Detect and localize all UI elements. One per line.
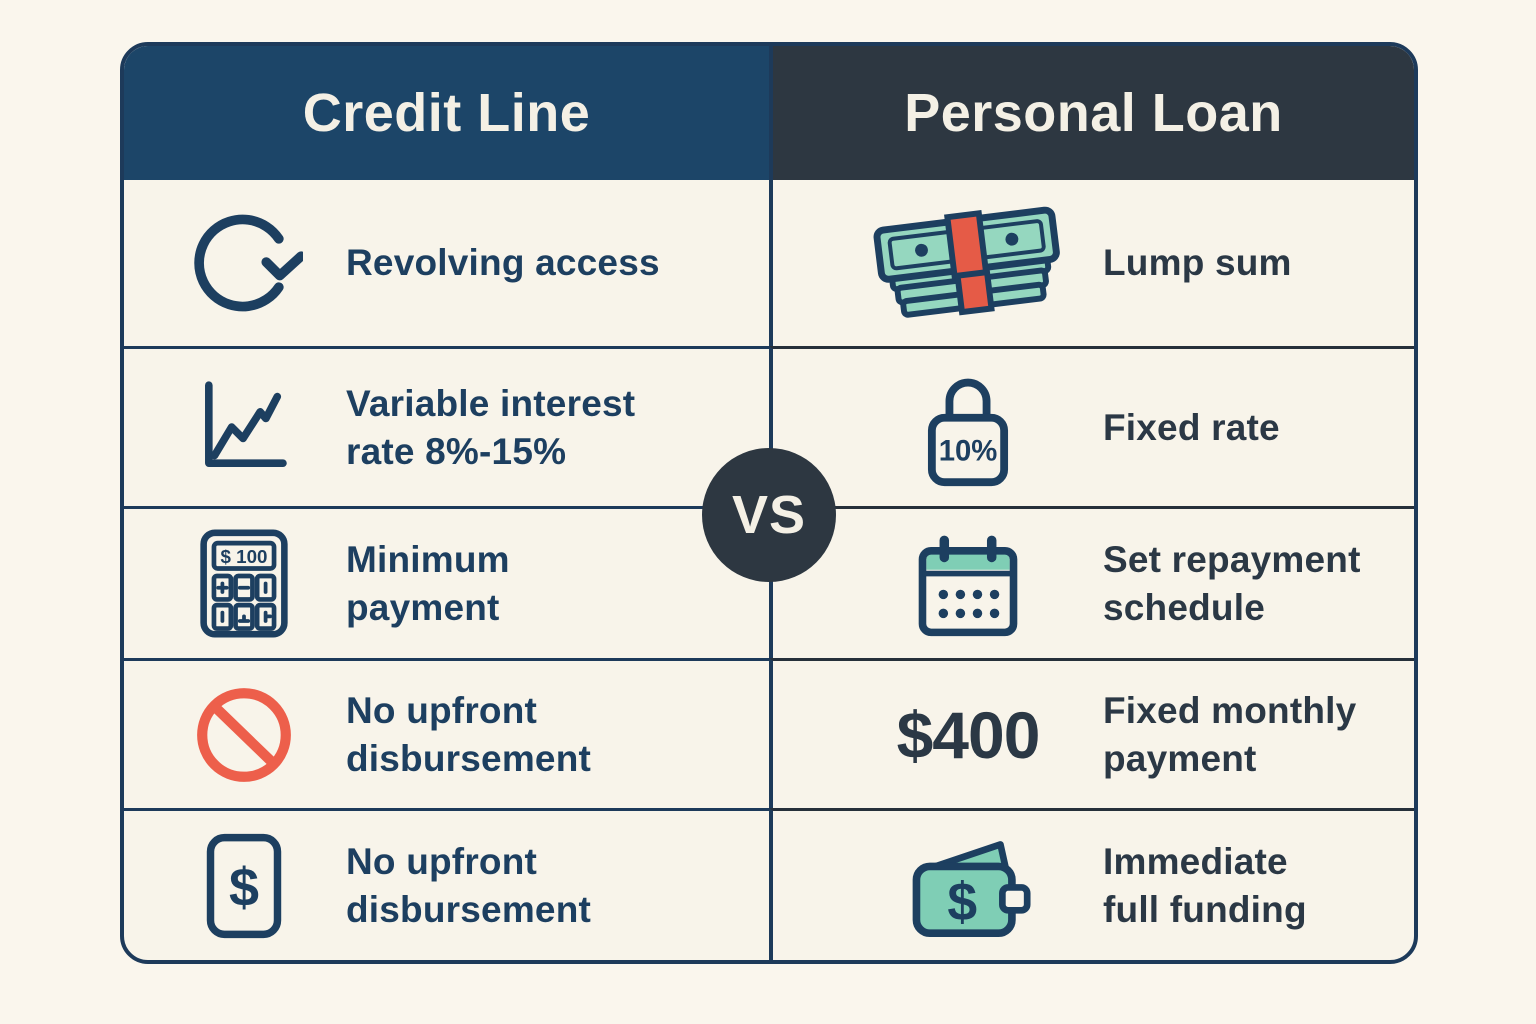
feature-text: Fixed monthly payment xyxy=(1103,690,1357,779)
credit-row-revolving-access: Revolving access xyxy=(124,180,769,346)
feature-text: No upfront disbursement xyxy=(346,690,592,779)
header-credit-line: Credit Line xyxy=(124,46,769,180)
feature-text: Variable interest rate 8%-15% xyxy=(346,383,636,472)
personal-loan-title: Personal Loan xyxy=(904,83,1283,143)
lock-icon: 10% xyxy=(863,365,1073,490)
feature-text: Fixed rate xyxy=(1103,406,1280,448)
comparison-card: Credit Line Personal Loan Revolving acce… xyxy=(120,42,1418,964)
chart-up-icon xyxy=(164,370,324,486)
loan-row-lump-sum: Lump sum xyxy=(769,180,1414,346)
lock-rate-label: 10% xyxy=(939,435,998,468)
loan-row-fixed-rate: 10% Fixed rate xyxy=(769,346,1414,506)
header-personal-loan: Personal Loan xyxy=(769,46,1414,180)
loan-row-immediate-funding: $ Immediate full funding xyxy=(769,808,1414,960)
feature-text: Immediate full funding xyxy=(1103,841,1307,930)
no-symbol-icon xyxy=(164,683,324,787)
credit-row-minimum-payment: $ 100 Minimum payment xyxy=(124,506,769,658)
amount-label: $400 xyxy=(863,697,1073,773)
cash-stack-icon xyxy=(863,206,1073,320)
feature-text: Revolving access xyxy=(346,242,660,284)
dollar-document-icon: $ xyxy=(164,831,324,941)
feature-text: Set repayment schedule xyxy=(1103,539,1361,628)
monthly-amount: $400 xyxy=(896,697,1041,772)
revolving-icon xyxy=(164,204,324,322)
feature-text: Minimum payment xyxy=(346,539,510,628)
calculator-icon: $ 100 xyxy=(164,527,324,640)
calculator-display: $ 100 xyxy=(221,546,268,567)
feature-text: No upfront disbursement xyxy=(346,841,592,930)
calendar-icon xyxy=(863,528,1073,640)
vs-badge: VS xyxy=(702,448,836,582)
credit-row-no-upfront-2: $ No upfront disbursement xyxy=(124,808,769,960)
svg-text:$: $ xyxy=(229,857,259,917)
loan-row-fixed-monthly: $400 Fixed monthly payment xyxy=(769,658,1414,808)
wallet-icon: $ xyxy=(863,832,1073,939)
credit-row-no-upfront-1: No upfront disbursement xyxy=(124,658,769,808)
svg-text:$: $ xyxy=(947,873,977,932)
feature-text: Lump sum xyxy=(1103,242,1292,284)
credit-line-title: Credit Line xyxy=(302,83,591,143)
loan-row-repayment-schedule: Set repayment schedule xyxy=(769,506,1414,658)
credit-row-variable-rate: Variable interest rate 8%-15% xyxy=(124,346,769,506)
